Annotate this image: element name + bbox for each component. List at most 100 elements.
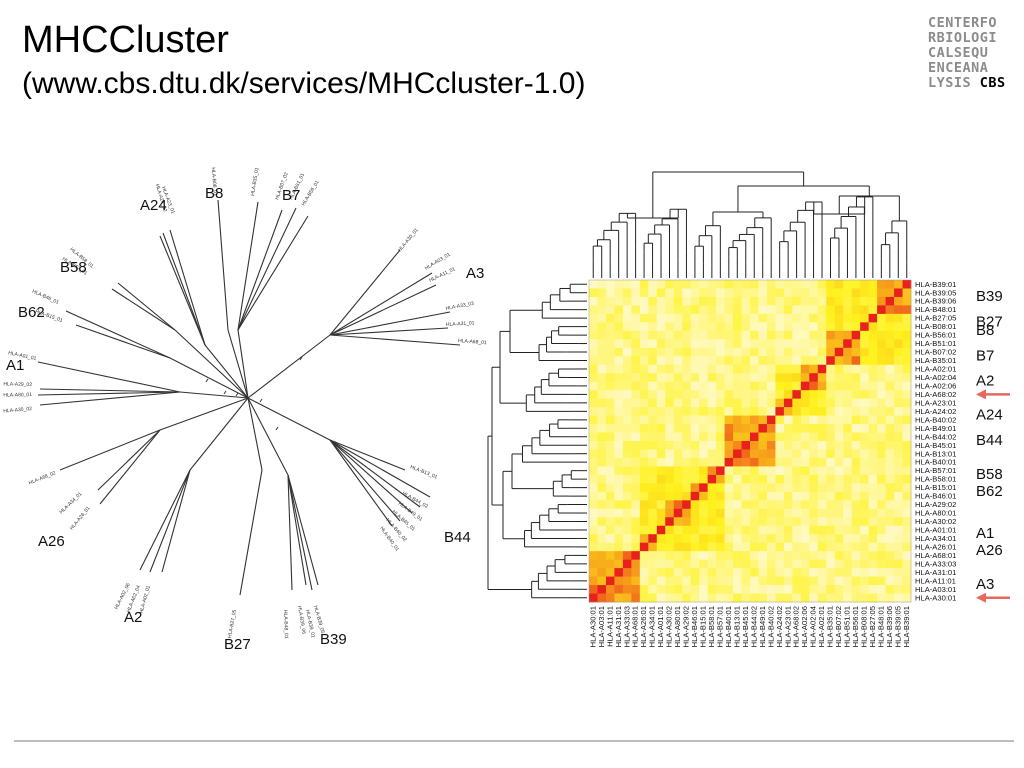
heatmap-cell [656,449,666,459]
heatmap-cell [614,373,624,383]
heatmap-cell [639,398,649,408]
heatmap-cell [868,474,878,484]
heatmap-cell [877,483,886,493]
heatmap-cell [614,364,624,374]
heatmap-cell [902,585,912,594]
heatmap-cell [775,398,785,408]
heatmap-cell [868,551,878,561]
heatmap-cell [716,424,725,433]
heatmap-cell [656,424,666,433]
heatmap-cell [868,441,878,450]
heatmap-cell [605,551,615,561]
heatmap-cell [783,457,793,467]
logo-line: ENCEANA [928,60,989,76]
heatmap-cell [605,313,615,323]
heatmap-cell [826,280,836,289]
heatmap-cell [817,483,827,493]
heatmap-cell [673,305,683,315]
heatmap-cell [783,517,793,527]
heatmap-cell [597,457,607,467]
heatmap-cell [733,305,742,315]
heatmap-cell [605,542,615,552]
heatmap-cell [775,568,785,577]
heatmap-cell [750,576,759,586]
heatmap-cell [885,322,895,332]
heatmap-cell [682,517,692,527]
heatmap-cell [614,474,624,484]
heatmap-cell [843,491,853,501]
logo-line: CENTERFO [928,15,998,31]
heatmap-cell [741,542,751,552]
heatmap-cell [826,330,836,340]
heatmap-cell [631,474,641,484]
heatmap-cell [741,483,751,493]
heatmap-cell [665,559,675,569]
heatmap-cell [775,305,785,315]
heatmap-cell [690,288,700,298]
heatmap-cell [902,559,912,569]
heatmap-col-label: HLA-A02:04 [809,606,818,647]
heatmap-cell [716,474,725,484]
heatmap-cell [682,466,692,476]
heatmap-cell [589,585,598,594]
heatmap-cell [750,398,759,408]
heatmap-cell [792,280,802,289]
tree-leaf-branch [59,429,161,471]
heatmap-cell [673,585,683,594]
heatmap-cell [885,415,895,425]
heatmap-cell [868,483,878,493]
heatmap-cell [860,313,870,323]
heatmap-cell [851,288,861,298]
heatmap-cell [800,322,810,332]
heatmap-cell [826,449,836,459]
heatmap-group-label: B62 [976,483,1003,500]
logo-line: RBIOLOGI [928,30,998,46]
heatmap-cell [894,373,903,383]
heatmap-cell [639,415,649,425]
heatmap-cell [860,381,870,391]
heatmap-cell [614,356,624,366]
tree-leaf-branch [75,324,171,359]
heatmap-cell [648,339,658,349]
heatmap-cell [682,339,692,349]
heatmap-row-label: HLA-A11:01 [915,576,956,585]
heatmap-cell [775,415,785,425]
heatmap-cell [758,356,768,366]
tree-leaf-branch [287,474,319,586]
heatmap-cell [682,568,692,577]
heatmap-cell [682,305,692,315]
heatmap-cell [851,500,861,510]
heatmap-cell [894,288,903,298]
heatmap-cell [673,508,683,518]
heatmap-col-label: HLA-A80:01 [673,606,682,647]
heatmap-cell [682,322,692,332]
heatmap-cell [783,322,793,332]
heatmap-cell [843,449,853,459]
heatmap-cell [758,322,768,332]
heatmap-cell [656,474,666,484]
heatmap-cell [877,457,886,467]
heatmap-cell [716,398,725,408]
heatmap-cell [665,542,675,552]
heatmap-cell [843,280,853,289]
heatmap-cell [665,373,675,383]
heatmap-cell [758,432,768,442]
heatmap-cell [758,398,768,408]
heatmap-cell [843,322,853,332]
heatmap-cell [682,296,692,306]
heatmap-cell [766,356,776,366]
heatmap-cell [733,449,742,459]
heatmap-cell [877,407,886,416]
heatmap-cell [868,407,878,416]
heatmap-cell [843,576,853,586]
tree-leaf-branch [237,209,283,331]
heatmap-cell [648,381,658,391]
heatmap-cell [860,551,870,561]
heatmap-cell [758,483,768,493]
heatmap-cell [614,449,624,459]
heatmap-cell [783,424,793,433]
heatmap-cell [894,390,903,400]
heatmap-cell [902,517,912,527]
heatmap-cell [622,432,632,442]
tree-trunk [174,329,249,399]
